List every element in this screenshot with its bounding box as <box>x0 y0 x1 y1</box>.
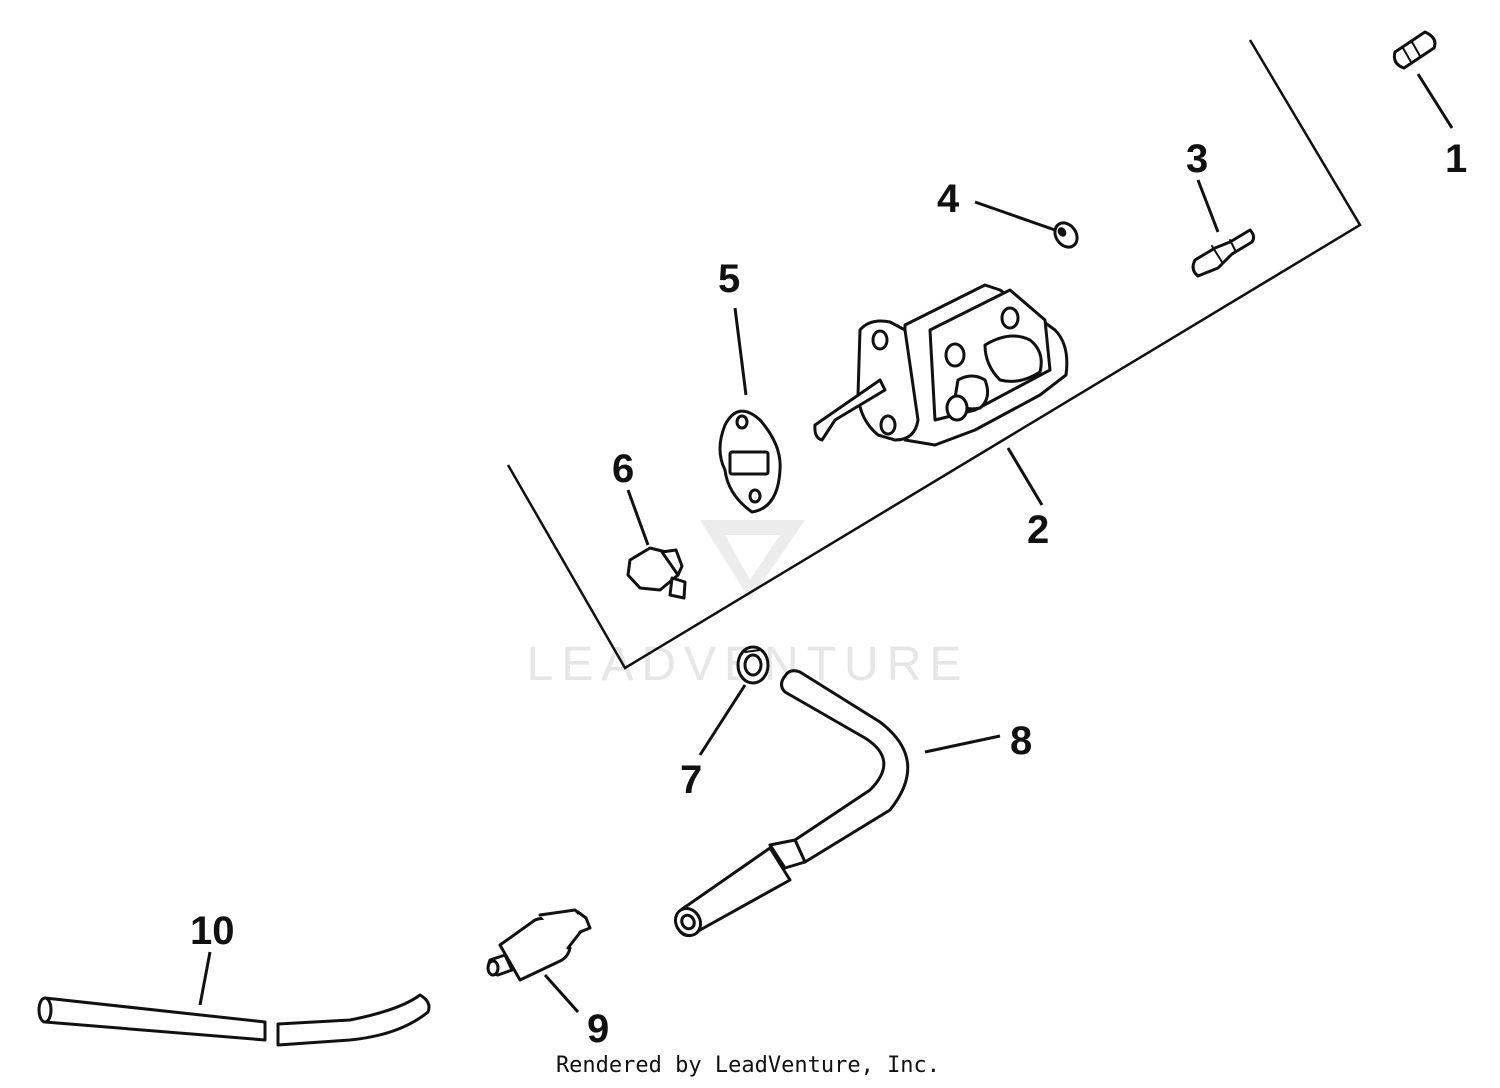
callout-6: 6 <box>612 447 634 491</box>
callouts: 1 2 3 4 5 6 7 8 9 10 <box>190 137 1467 1051</box>
part-10-hose <box>37 993 431 1047</box>
callout-3: 3 <box>1186 137 1208 181</box>
callout-9: 9 <box>587 1007 609 1051</box>
callout-10: 10 <box>190 909 235 953</box>
watermark-logo <box>700 520 805 600</box>
callout-5: 5 <box>718 257 740 301</box>
callout-7: 7 <box>680 758 702 802</box>
part-9-filter <box>486 908 592 982</box>
callout-8: 8 <box>1010 719 1032 763</box>
leader-lines <box>198 73 1454 1013</box>
callout-2: 2 <box>1027 508 1049 552</box>
part-3-fitting <box>1191 228 1256 278</box>
callout-1: 1 <box>1445 137 1467 181</box>
part-1-bolt <box>1392 30 1437 70</box>
credit-text: Rendered by LeadVenture, Inc. <box>556 1053 940 1078</box>
part-6-elbow <box>626 546 687 600</box>
part-2-fuel-pump <box>813 283 1069 447</box>
part-4-plug <box>1053 221 1079 249</box>
part-8-hose <box>673 669 910 938</box>
part-5-gasket <box>718 409 782 514</box>
callout-4: 4 <box>937 177 960 221</box>
assembly-bracket <box>506 39 1362 670</box>
part-7-clamp <box>736 645 770 685</box>
